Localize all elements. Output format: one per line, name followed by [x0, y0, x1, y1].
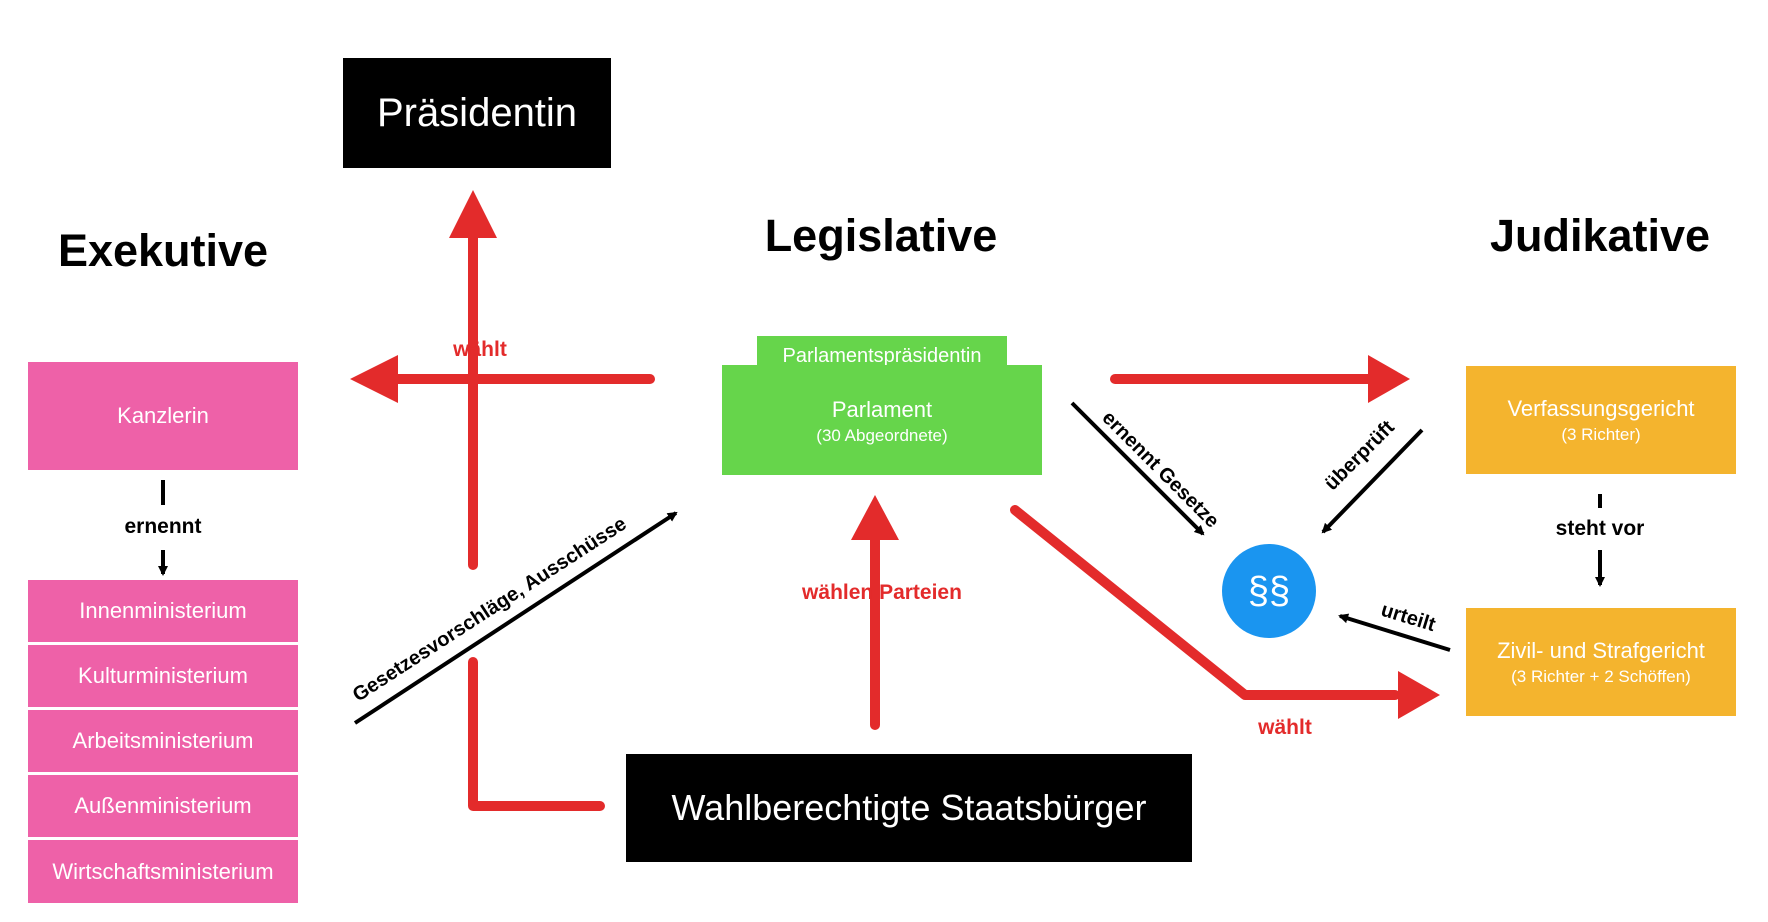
label-waehlt-right: wählt: [1258, 716, 1312, 739]
black-arrow-urteilt: [1338, 613, 1451, 652]
ministerium-arbeit: Arbeitsministerium: [28, 710, 298, 772]
label-waehlen-parteien: wählen Parteien: [802, 581, 962, 604]
heading-judikative: Judikative: [1489, 210, 1711, 261]
paragraph-icon: §§: [1222, 544, 1316, 638]
zivilgericht-box: Zivil- und Strafgericht (3 Richter + 2 S…: [1466, 608, 1736, 716]
ministerium-aussen: Außenministerium: [28, 775, 298, 837]
ministerium-label: Kulturministerium: [78, 663, 248, 688]
praesidentin-label: Präsidentin: [376, 90, 578, 135]
parlament-subtitle: (30 Abgeordnete): [816, 426, 948, 445]
parlament-box: Parlament (30 Abgeordnete): [722, 365, 1042, 475]
staatsbuerger-label: Wahlberechtigte Staatsbürger: [671, 787, 1147, 828]
red-arrowhead-up-praesidentin: [449, 190, 497, 238]
ministerium-label: Arbeitsministerium: [72, 728, 254, 753]
ministerium-label: Wirtschaftsministerium: [52, 858, 274, 884]
parlament-title: Parlament: [831, 397, 933, 422]
ministerium-kultur: Kulturministerium: [28, 645, 298, 707]
ministerium-label: Innenministerium: [79, 598, 247, 623]
kanzlerin-box: Kanzlerin: [28, 362, 298, 470]
black-arrow-ueberprueft: [1321, 428, 1424, 534]
black-arrow-gesetzesvorschlaege: [353, 511, 678, 725]
zivilgericht-title: Zivil- und Strafgericht: [1497, 638, 1705, 663]
label-waehlt-top: wählt: [453, 338, 507, 361]
verfassungsgericht-subtitle: (3 Richter): [1561, 425, 1641, 444]
red-arrowhead-right-verfassungsgericht: [1368, 355, 1410, 403]
staatsbuerger-box: Wahlberechtigte Staatsbürger: [626, 754, 1192, 862]
heading-legislative: Legislative: [764, 210, 998, 261]
ministerium-innen: Innenministerium: [28, 580, 298, 642]
ministerium-wirtschaft: Wirtschaftsministerium: [28, 840, 298, 903]
ernennt-label: ernennt: [124, 515, 202, 538]
red-arrowhead-right-zivilgericht: [1398, 671, 1440, 719]
red-line-from-staatsbuerger: [468, 657, 605, 811]
red-arrow-to-zivilgericht: [1010, 505, 1400, 700]
paragraph-symbol: §§: [1247, 569, 1291, 612]
parlamentspraesidentin-label: Parlamentspräsidentin: [782, 344, 982, 367]
verfassungsgericht-box: Verfassungsgericht (3 Richter): [1466, 366, 1736, 474]
red-arrowhead-left-kanzlerin: [350, 355, 398, 403]
ministerium-label: Außenministerium: [74, 793, 252, 818]
red-arrowhead-up-parlament: [851, 495, 899, 540]
heading-exekutive: Exekutive: [57, 225, 269, 276]
zivilgericht-subtitle: (3 Richter + 2 Schöffen): [1511, 667, 1691, 686]
verfassungsgericht-title: Verfassungsgericht: [1507, 396, 1695, 421]
kanzlerin-label: Kanzlerin: [117, 403, 209, 428]
steht-vor-label: steht vor: [1555, 517, 1645, 540]
praesidentin-box: Präsidentin: [343, 58, 611, 168]
black-arrow-ernennt-gesetze: [1070, 401, 1205, 536]
